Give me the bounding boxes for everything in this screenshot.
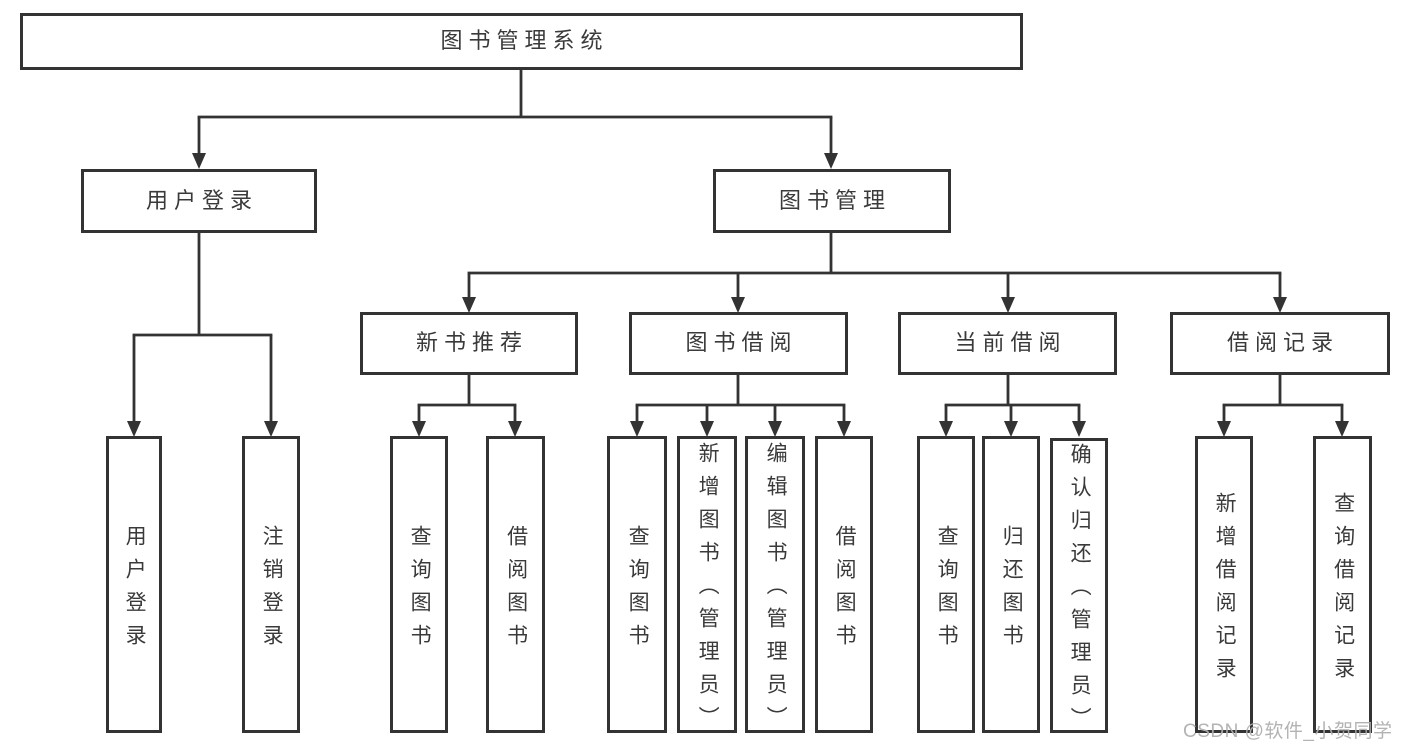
leaf-borrow-query-book: 查询图书 (607, 436, 667, 733)
node-label: 查询图书 (935, 524, 959, 657)
node-label: 编辑图书（管理员） (764, 442, 788, 739)
node-label: 图书借阅 (685, 330, 798, 356)
node-book-borrow: 图书借阅 (629, 312, 848, 375)
edge-root-to-level1 (197, 67, 833, 119)
arrow-down-icon (192, 117, 206, 169)
edge-user-login-to-children (132, 231, 273, 337)
arrow-down-icon (939, 405, 953, 437)
node-label: 图书管理 (778, 187, 891, 213)
node-label: 查询图书 (408, 524, 432, 657)
arrow-down-icon (1072, 405, 1086, 437)
arrow-down-icon (264, 335, 278, 437)
node-label: 借阅记录 (1226, 330, 1339, 356)
node-label: 查询图书 (626, 524, 650, 657)
edge-book-borrow-to-children (635, 373, 846, 407)
leaf-borrow-edit-book-admin: 编辑图书（管理员） (745, 436, 805, 739)
node-borrow-records: 借阅记录 (1170, 312, 1390, 375)
arrow-down-icon (1217, 405, 1231, 437)
leaf-current-query-book: 查询图书 (917, 436, 975, 733)
arrow-down-icon (127, 335, 141, 437)
arrow-down-icon (731, 273, 745, 313)
node-label: 新增借阅记录 (1213, 491, 1237, 690)
arrow-down-icon (1004, 405, 1018, 437)
arrow-down-icon (768, 405, 782, 437)
leaf-recommend-borrow-book: 借阅图书 (486, 436, 545, 733)
node-label: 新增图书（管理员） (696, 442, 720, 739)
edge-borrow-records-to-children (1222, 373, 1344, 407)
arrow-down-icon (1001, 273, 1015, 313)
watermark: CSDN @软件_小贺同学 (1183, 721, 1393, 742)
leaf-login-user-login: 用户登录 (106, 436, 162, 733)
node-current-borrow: 当前借阅 (898, 312, 1117, 375)
arrow-down-icon (700, 405, 714, 437)
arrow-down-icon (1273, 273, 1287, 313)
arrow-down-icon (508, 405, 522, 437)
node-label: 借阅图书 (504, 524, 528, 657)
node-label: 用户登录 (145, 187, 258, 213)
arrow-down-icon (837, 405, 851, 437)
arrow-down-icon (462, 273, 476, 313)
arrow-down-icon (630, 405, 644, 437)
leaf-records-add-record: 新增借阅记录 (1195, 436, 1253, 733)
node-label: 用户登录 (123, 524, 147, 657)
arrow-down-icon (824, 117, 838, 169)
leaf-current-return-book: 归还图书 (982, 436, 1040, 733)
leaf-borrow-add-book-admin: 新增图书（管理员） (677, 436, 737, 739)
leaf-recommend-query-book: 查询图书 (390, 436, 448, 733)
leaf-login-logout: 注销登录 (242, 436, 300, 733)
node-label: 查询借阅记录 (1331, 491, 1355, 690)
edge-new-recommend-to-children (417, 373, 517, 407)
leaf-current-confirm-return-admin: 确认归还（管理员） (1050, 438, 1108, 740)
node-new-book-recommend: 新书推荐 (360, 312, 578, 375)
node-label: 借阅图书 (833, 524, 857, 657)
arrow-down-icon (412, 405, 426, 437)
node-label: 注销登录 (260, 524, 284, 657)
edge-book-mgmt-to-children (467, 231, 1282, 275)
node-label: 图书管理系统 (440, 28, 609, 54)
leaf-records-query-record: 查询借阅记录 (1313, 436, 1372, 733)
node-label: 新书推荐 (415, 330, 528, 356)
node-label: 归还图书 (1000, 524, 1024, 657)
node-book-mgmt: 图书管理 (713, 169, 951, 233)
node-user-login: 用户登录 (81, 169, 317, 233)
arrow-down-icon (1335, 405, 1349, 437)
node-root: 图书管理系统 (20, 13, 1023, 70)
leaf-borrow-borrow-book: 借阅图书 (815, 436, 873, 733)
node-label: 当前借阅 (954, 330, 1067, 356)
edge-current-borrow-to-children (944, 373, 1081, 407)
node-label: 确认归还（管理员） (1068, 443, 1092, 740)
